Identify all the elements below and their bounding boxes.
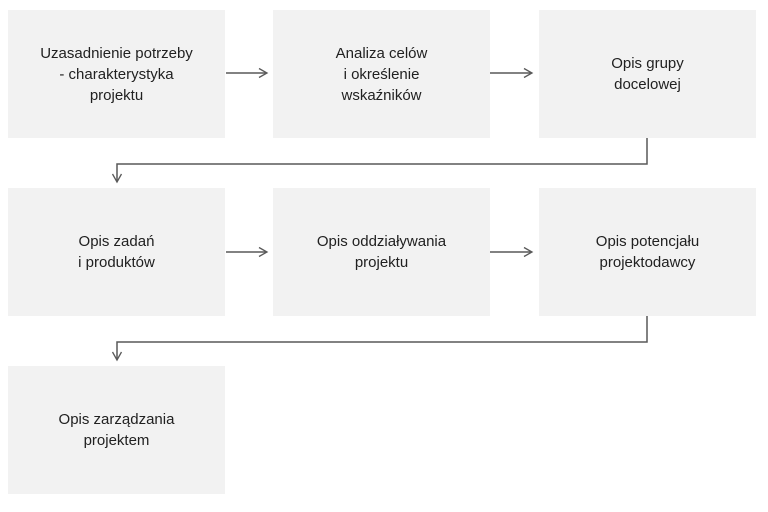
step-box-opis-zarzadzania: Opis zarządzania projektem [8, 366, 225, 494]
step-label-opis-zadan: Opis zadań i produktów [78, 233, 155, 271]
step-label-opis-zarzadzania: Opis zarządzania projektem [58, 411, 175, 449]
step-box-analiza-celow: Analiza celów i określenie wskaźników [273, 10, 490, 138]
step-label-analiza-celow: Analiza celów i określenie wskaźników [335, 44, 428, 104]
step-box-opis-potencjalu: Opis potencjału projektodawcy [539, 188, 756, 316]
step-label-opis-oddzialywania: Opis oddziaływania projektu [316, 233, 447, 271]
elbow-step3-to-step4 [111, 138, 648, 184]
step-label-opis-potencjalu: Opis potencjału projektodawcy [595, 233, 700, 271]
step-box-opis-oddzialywania: Opis oddziaływania projektu [273, 188, 490, 316]
step-box-opis-grupy-docelowej: Opis grupy docelowej [539, 10, 756, 138]
step-label-uzasadnienie-potrzeby: Uzasadnienie potrzeby - charakterystyka … [40, 44, 193, 104]
step-box-opis-zadan: Opis zadań i produktów [8, 188, 225, 316]
step-label-opis-grupy-docelowej: Opis grupy docelowej [611, 55, 684, 93]
elbow-step6-to-step7 [111, 316, 648, 362]
step-box-uzasadnienie-potrzeby: Uzasadnienie potrzeby - charakterystyka … [8, 10, 225, 138]
